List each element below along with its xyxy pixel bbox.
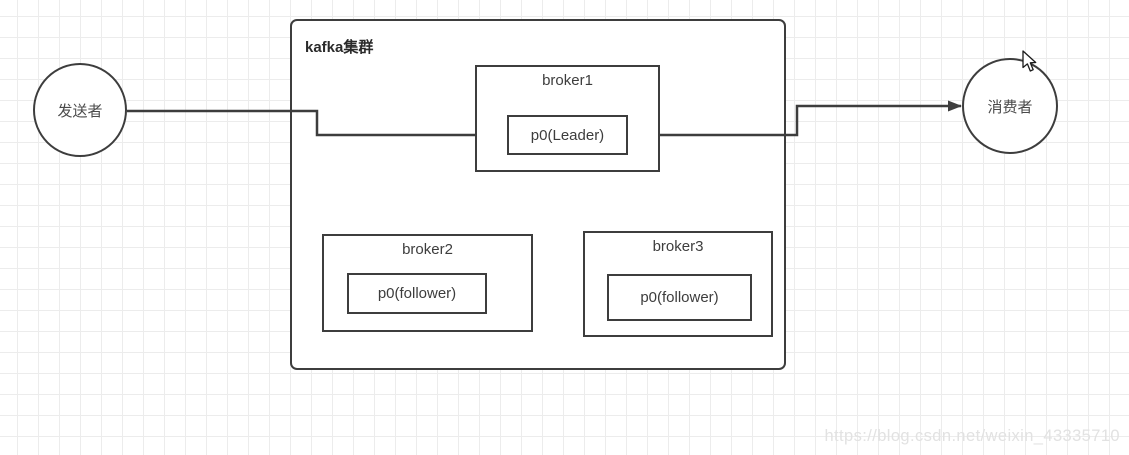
partition-p0-follower3-box[interactable]: p0(follower) xyxy=(607,274,752,321)
partition-p0-follower2-label: p0(follower) xyxy=(377,285,457,302)
broker2-label: broker2 xyxy=(402,241,453,258)
kafka-cluster-title: kafka集群 xyxy=(305,39,374,56)
broker3-label: broker3 xyxy=(652,238,704,255)
partition-p0-follower2-box[interactable]: p0(follower) xyxy=(347,273,487,314)
partition-p0-leader-label: p0(Leader) xyxy=(530,126,605,144)
consumer-node[interactable]: 消费者 xyxy=(962,58,1058,154)
watermark-text: https://blog.csdn.net/weixin_43335710 xyxy=(824,427,1120,445)
partition-p0-follower3-label: p0(follower) xyxy=(640,289,719,306)
broker1-label: broker1 xyxy=(542,72,593,89)
sender-label: 发送者 xyxy=(57,102,103,120)
partition-p0-leader-box[interactable]: p0(Leader) xyxy=(507,115,628,155)
consumer-label: 消费者 xyxy=(987,98,1033,116)
sender-node[interactable]: 发送者 xyxy=(33,63,127,157)
